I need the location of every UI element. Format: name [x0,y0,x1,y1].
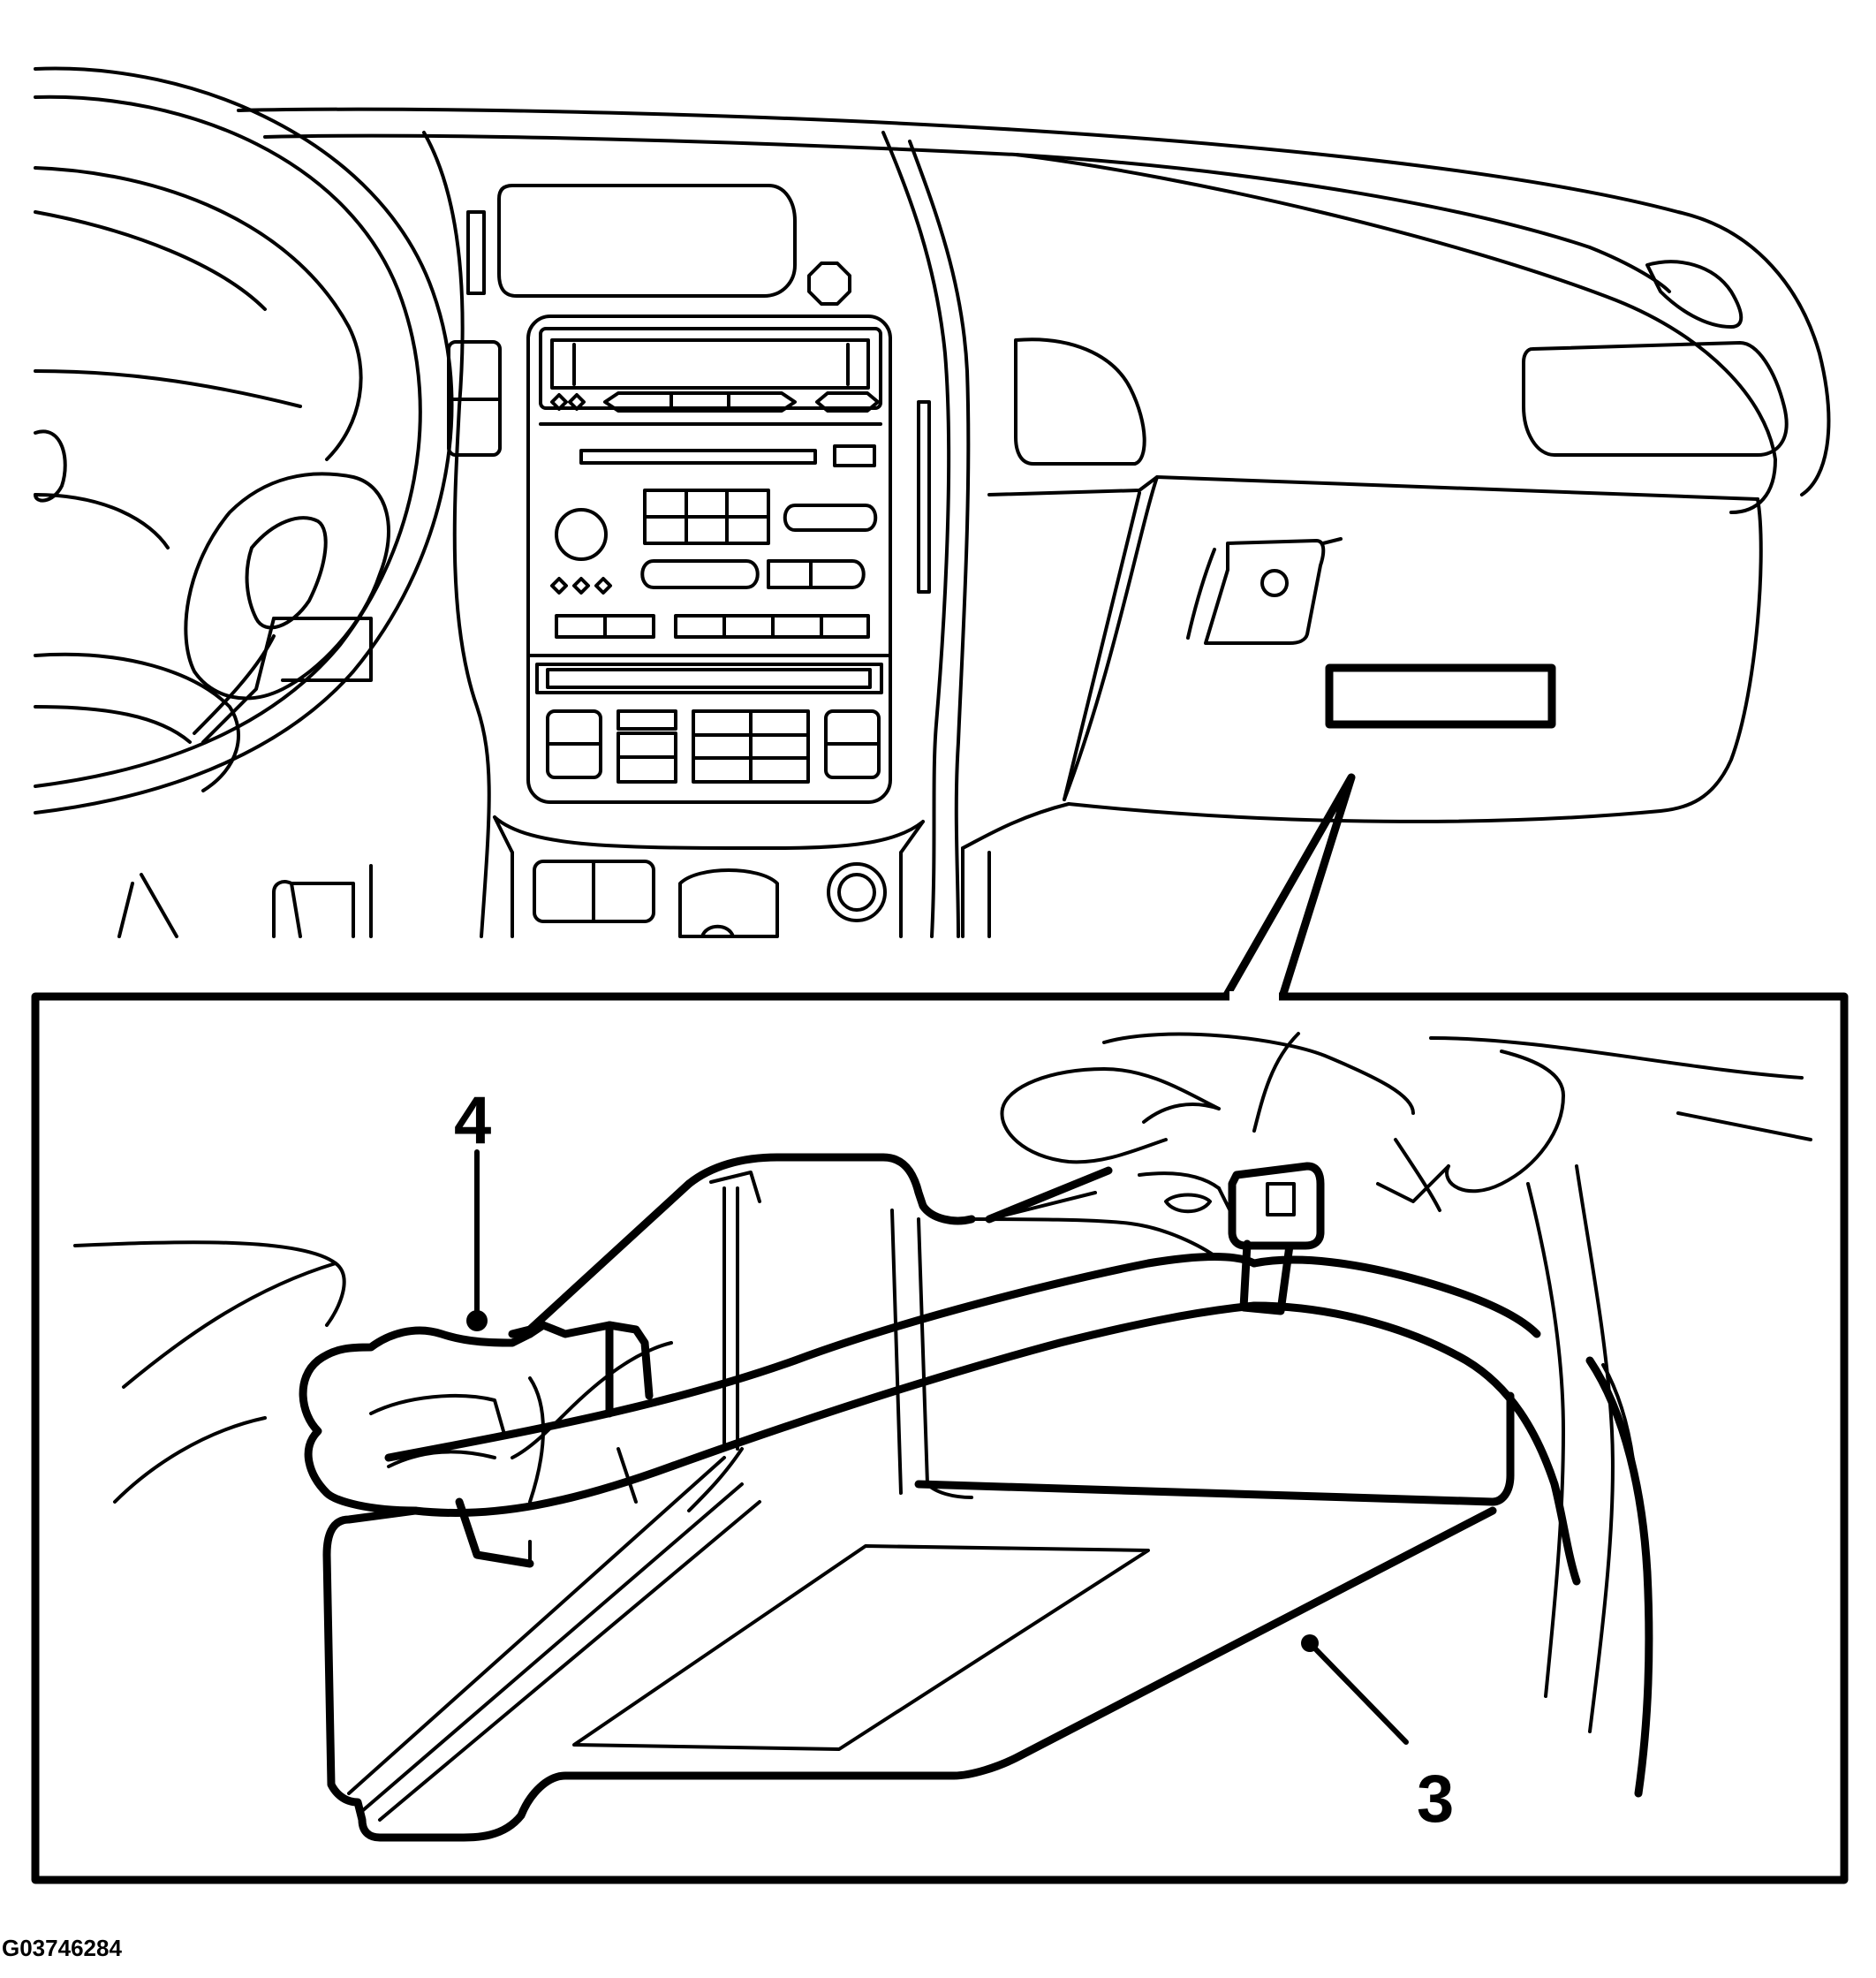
glovebox [961,475,1763,938]
callout-4-label: 4 [454,1083,491,1158]
steering-wheel [34,66,454,938]
figure-id: G03746284 [2,1935,122,1961]
module [322,1153,1515,1842]
center-console [493,131,971,938]
detail-leader [1222,773,1356,1001]
callout-4: 4 [454,1083,491,1331]
callout-3-label: 3 [1417,1762,1454,1837]
wire-harness [384,1166,1653,1798]
dashboard-illustration [34,66,1831,1001]
inset-frame [31,992,1849,1884]
radio-climate-stack [526,315,931,804]
lower-console-switches [533,860,887,938]
callout-4-dot [466,1310,488,1331]
center-vent [497,184,797,298]
callout-3: 3 [1301,1634,1454,1837]
right-outer-vent [1522,341,1789,457]
tie-strap-icon [1228,1162,1325,1315]
right-center-vent [1014,337,1146,466]
detail-location-marker [1325,663,1556,729]
connector [299,1321,654,1568]
glovebox-latch [1204,539,1326,645]
hazard-switch [466,210,486,295]
detail-inset: 4 3 [31,991,1849,1884]
dashboard-top-edge [237,107,1831,496]
octagon-knob [807,261,851,306]
